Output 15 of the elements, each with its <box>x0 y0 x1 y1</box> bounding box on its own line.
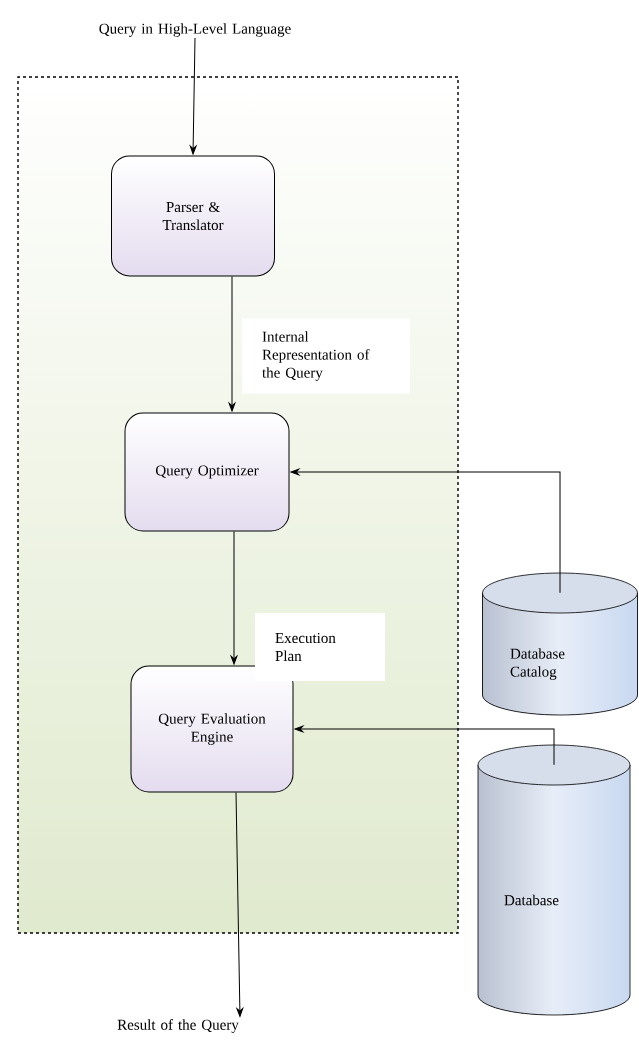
edge-label: Internal Representation of the Query <box>242 318 410 394</box>
text-label: Query in High-Level Language <box>99 23 291 37</box>
arrow <box>230 531 238 665</box>
edge-label: Execution Plan <box>255 613 385 681</box>
process-box: Query Optimizer <box>124 412 290 532</box>
process-box: Parser & Translator <box>111 155 275 277</box>
arrow <box>290 468 561 594</box>
arrow <box>235 792 244 1017</box>
arrow <box>294 725 555 766</box>
database-cylinder: Database <box>477 744 631 1016</box>
arrow <box>228 276 236 412</box>
text-label: Result of the Query <box>117 1019 239 1033</box>
arrow <box>189 37 197 155</box>
database-cylinder: Database Catalog <box>482 572 638 716</box>
process-box: Query Evaluation Engine <box>130 665 294 793</box>
